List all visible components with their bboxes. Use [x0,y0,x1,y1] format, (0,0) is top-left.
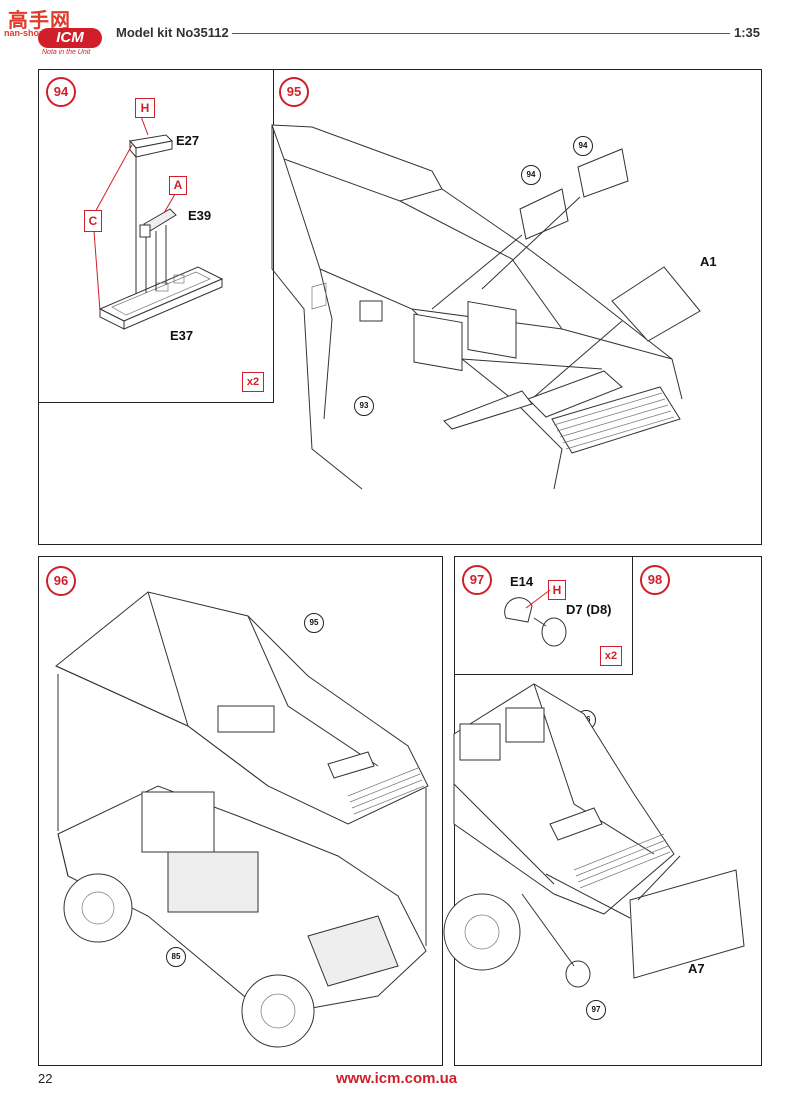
ref-95: 95 [304,613,324,633]
ref-93: 93 [354,396,374,416]
part-e37: E37 [170,328,194,343]
part-a7: A7 [688,961,705,976]
step-97-badge: 97 [462,565,492,595]
part-a1: A1 [700,254,717,269]
page-number: 22 [38,1071,53,1086]
tag-c-94: C [84,210,102,232]
model-kit-title: Model kit No35112 [116,25,229,40]
step-95-badge: 95 [279,77,309,107]
step-96-drawing [55,591,429,1048]
ref-94-b: 94 [521,165,541,185]
step-98-drawing [443,683,745,988]
header-rule [232,33,730,34]
watermark-site: nan-shou.com [4,28,66,38]
tag-h-97: H [548,580,566,600]
brand-tagline: Nota in the Unit [42,49,91,56]
step-95-drawing [271,124,701,490]
ref-94-a: 94 [573,136,593,156]
part-e39: E39 [188,208,212,223]
tag-h-94: H [135,98,155,118]
multiplier-97: x2 [600,646,622,666]
part-d7-d8: D7 (D8) [566,602,612,617]
part-e14: E14 [510,574,534,589]
step-98-badge: 98 [640,565,670,595]
step-94-drawing [93,113,224,330]
tag-a-94: A [169,176,187,195]
scale-label: 1:35 [734,25,761,40]
step-94-badge: 94 [46,77,76,107]
icm-logo: ICM [38,28,102,48]
watermark-chars: 高手网 [8,10,71,32]
step-96-badge: 96 [46,566,76,596]
ref-85: 85 [166,947,186,967]
multiplier-94: x2 [242,372,264,392]
part-e27: E27 [176,133,200,148]
ref-97: 97 [586,1000,606,1020]
step-97-drawing [504,589,567,647]
website-link[interactable]: www.icm.com.ua [336,1070,458,1087]
